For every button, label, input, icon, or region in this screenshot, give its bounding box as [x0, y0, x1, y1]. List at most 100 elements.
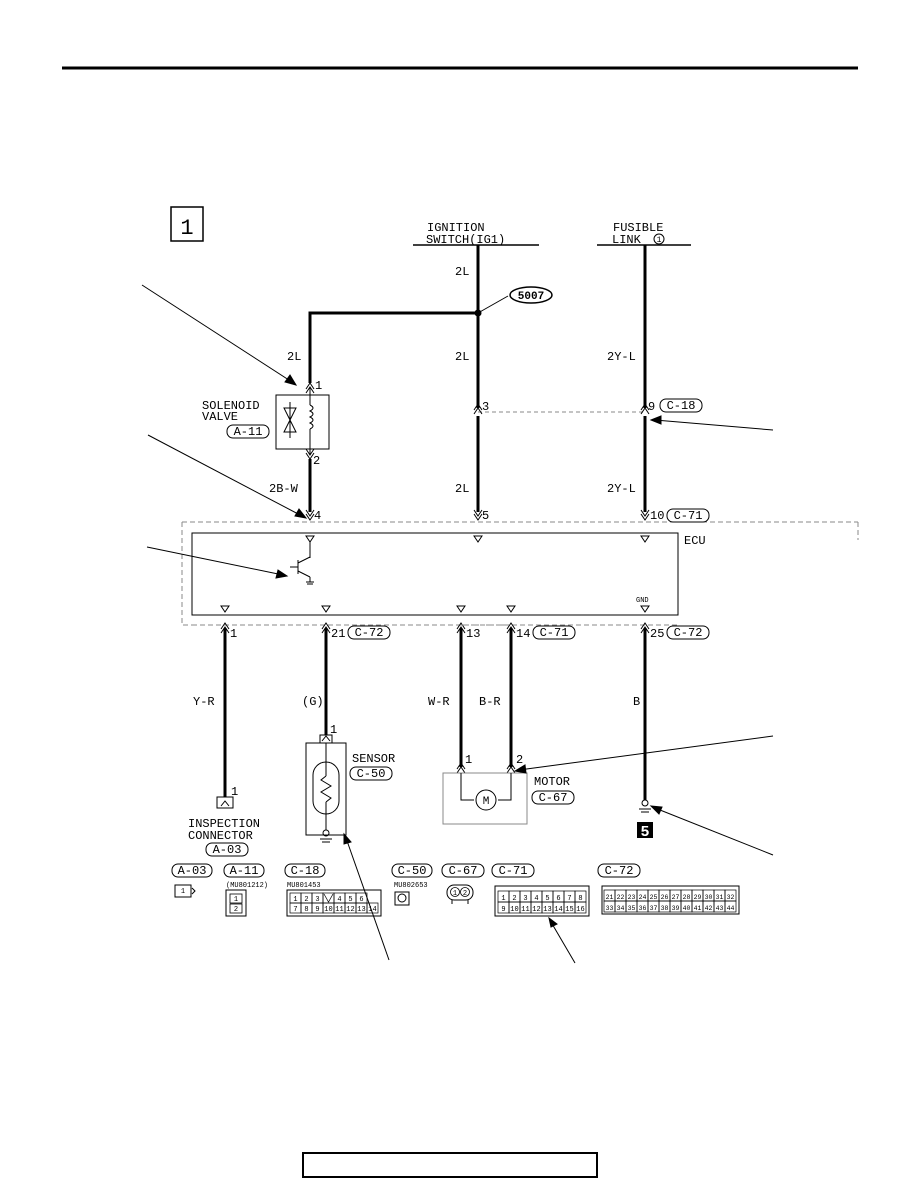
connector-c18: 3 9 C-18	[473, 398, 703, 415]
legend-c71-cell: 10	[510, 906, 518, 914]
legend-c67-tag: C-67	[449, 864, 478, 878]
wire-label-sol-upper: 2L	[287, 350, 301, 364]
legend-c71-cell: 7	[567, 895, 571, 903]
legend-a03-tag: A-03	[178, 864, 207, 878]
legend-c71-cell: 1	[501, 895, 505, 903]
wire-label-ground: B	[633, 695, 640, 709]
legend-c72-cell: 36	[639, 905, 647, 912]
inspection-pin: 1	[231, 785, 238, 799]
ecu-pin-4: 4	[314, 509, 321, 523]
ecu-gnd-label: GND	[636, 597, 649, 605]
legend-c72-cell: 23	[628, 894, 636, 901]
legend-c18-cell: 4	[337, 896, 341, 904]
legend-c72-cell: 25	[650, 894, 658, 901]
legend-c18-tag: C-18	[291, 864, 320, 878]
legend-c72-cell: 27	[672, 894, 680, 901]
fusible-link: FUSIBLE LINK 1	[597, 221, 691, 247]
legend-c71-cell: 4	[534, 895, 538, 903]
ecu-pin-14: 14	[516, 627, 530, 641]
sensor-connector: C-50	[357, 767, 386, 781]
legend-c72-cell: 35	[628, 905, 636, 912]
motor: 1 2 M MOTOR C-67	[442, 753, 575, 825]
wire-label-ign-low: 2L	[455, 482, 469, 496]
solenoid-pin-2: 2	[313, 454, 320, 468]
legend-c67-cell-2: 2	[463, 890, 467, 898]
c71-label-b: C-71	[540, 626, 569, 640]
solenoid-pin-1: 1	[315, 379, 322, 393]
legend-c72-cell: 38	[661, 905, 669, 912]
c72-label-b: C-72	[674, 626, 703, 640]
legend-a03-cell: 1	[181, 888, 185, 896]
ecu-pin-13: 13	[466, 627, 480, 641]
sensor: 1 SENSOR C-50	[305, 723, 395, 843]
legend-c18-cell: 1	[293, 896, 297, 904]
legend-c18-cell: 10	[324, 906, 332, 914]
c72-label-a: C-72	[355, 626, 384, 640]
ecu-pin-25: 25	[650, 627, 664, 641]
ecu-label: ECU	[684, 534, 706, 548]
sensor-pin: 1	[330, 723, 337, 737]
solenoid-label-1: SOLENOID	[202, 399, 260, 413]
legend-c50-part: MU802653	[394, 882, 428, 890]
legend-c18-cell: 12	[346, 906, 354, 914]
callout-arrows	[141, 284, 774, 964]
legend-c72-cell: 40	[683, 905, 691, 912]
solenoid-connector: A-11	[234, 425, 263, 439]
fusible-label-2: LINK	[612, 233, 642, 247]
legend-c18-cell: 6	[359, 896, 363, 904]
legend-c71-cell: 9	[501, 906, 505, 914]
legend-c72-cell: 28	[683, 894, 691, 901]
legend-c18-cell: 11	[335, 906, 343, 914]
legend-c71-cell: 6	[556, 895, 560, 903]
legend-c18-cell: 14	[368, 906, 376, 914]
ground-badge: 5	[640, 824, 649, 841]
motor-pin-2: 2	[516, 753, 523, 767]
wire-label-ign-mid: 2L	[455, 350, 469, 364]
inspection-label-2: CONNECTOR	[188, 829, 253, 843]
legend-c72-cell: 22	[617, 894, 625, 901]
wires	[223, 245, 647, 800]
legend-c71-cell: 2	[512, 895, 516, 903]
legend-c72-cell-box	[724, 900, 737, 913]
legend-a11-cell-2: 2	[234, 906, 238, 914]
ground-point: 5	[637, 799, 653, 841]
ecu: ECU 4 5 10 C-71 GND 1 21	[181, 508, 859, 641]
legend-c71-cell: 8	[578, 895, 582, 903]
legend-c72-cell: 41	[694, 905, 702, 912]
inspection-connector: 1 INSPECTION CONNECTOR A-03	[188, 785, 260, 857]
legend-c71-cell: 12	[532, 906, 540, 914]
c18-pin-3: 3	[482, 400, 489, 414]
legend-c18-cell: 9	[315, 906, 319, 914]
legend-c72-cell: 39	[672, 905, 680, 912]
fusible-number: 1	[657, 236, 662, 245]
splice-5007: 5007	[474, 286, 553, 317]
inspection-label-1: INSPECTION	[188, 817, 260, 831]
legend-c71-tag: C-71	[499, 864, 528, 878]
legend-c72-cell: 31	[716, 894, 724, 901]
transistor-icon	[290, 542, 314, 585]
legend-c72-tag: C-72	[605, 864, 634, 878]
legend-c72-cell: 42	[705, 905, 713, 912]
legend-c18-cell: 13	[357, 906, 365, 914]
legend-c71-cell: 16	[576, 906, 584, 914]
footer-box	[302, 1152, 598, 1178]
ignition-label-2: SWITCH(IG1)	[426, 233, 505, 247]
wire-label-sensor: (G)	[302, 695, 324, 709]
legend-c18-cell: 2	[304, 896, 308, 904]
legend-c18-cell: 8	[304, 906, 308, 914]
legend-c18-cell: 3	[315, 896, 319, 904]
legend-c71-cell: 13	[543, 906, 551, 914]
legend-c72-cell: 32	[727, 894, 735, 901]
legend-c18-cell-box	[366, 902, 379, 914]
ecu-pin-10: 10	[650, 509, 664, 523]
ecu-pin-1: 1	[230, 627, 237, 641]
legend-c72-cell: 26	[661, 894, 669, 901]
legend-c72-cell: 33	[606, 905, 614, 912]
legend-a11-part: (MU801212)	[226, 882, 268, 890]
motor-pin-1: 1	[465, 753, 472, 767]
legend-c72-cell: 43	[716, 905, 724, 912]
legend-c72-cell: 29	[694, 894, 702, 901]
motor-symbol: M	[483, 796, 490, 808]
inspection-connector-id: A-03	[213, 843, 242, 857]
